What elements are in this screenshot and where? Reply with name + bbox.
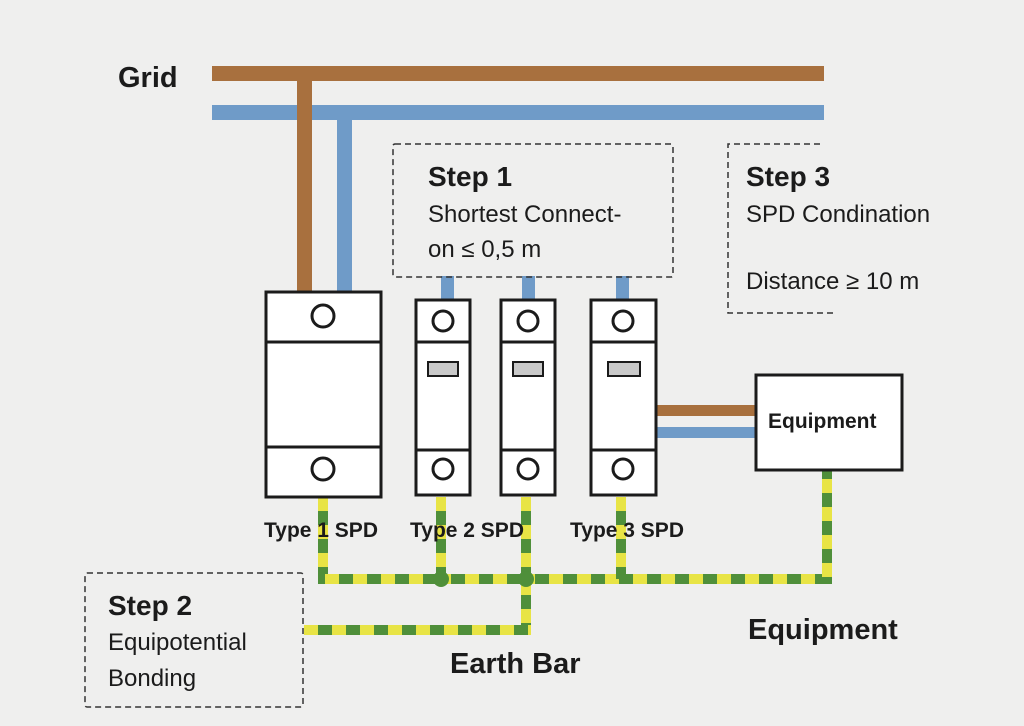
status-indicator-icon xyxy=(512,361,544,377)
step2-callout-box xyxy=(84,572,304,708)
step3-callout-box xyxy=(727,143,836,314)
step3-title: Step 3 xyxy=(746,161,831,192)
terminal-screw-icon xyxy=(310,303,336,329)
type1-spd-label: Type 1 SPD xyxy=(264,519,378,542)
terminal-screw-icon xyxy=(611,309,635,333)
type2a-feed-stub xyxy=(441,276,454,300)
status-indicator-icon xyxy=(607,361,641,377)
step3-line2: Distance ≥ 10 m xyxy=(746,268,920,295)
terminal-screw-icon xyxy=(516,457,540,481)
terminal-screw-icon xyxy=(431,457,455,481)
type2-spd-device-b xyxy=(499,298,557,497)
type3-spd-label: Type 3 SPD xyxy=(570,519,684,542)
equipment-caption: Equipment xyxy=(748,614,898,646)
equipment-box-label: Equipment xyxy=(768,410,877,433)
step1-callout-box xyxy=(392,143,674,278)
step2-line2: Bonding xyxy=(108,665,197,692)
grid-neutral-conductor xyxy=(212,105,824,120)
type1-neutral-drop xyxy=(337,112,352,292)
equipment-line-feed xyxy=(656,405,757,416)
step1-line2: on ≤ 0,5 m xyxy=(428,236,542,263)
grid-line-conductor xyxy=(212,66,824,81)
step2-line1: Equipotential xyxy=(108,629,247,656)
equipment-box xyxy=(754,373,904,472)
terminal-screw-icon xyxy=(611,457,635,481)
type1-spd-device xyxy=(264,290,383,499)
earth-junction-dot xyxy=(518,571,534,587)
status-indicator-icon xyxy=(427,361,459,377)
terminal-screw-icon xyxy=(310,456,336,482)
type2-spd-device-a xyxy=(414,298,472,497)
type1-line-drop xyxy=(297,73,312,292)
step3-line1: SPD Condination xyxy=(746,201,931,228)
earth-junction-dot xyxy=(433,571,449,587)
step2-title: Step 2 xyxy=(108,590,193,621)
type3-feed-stub xyxy=(616,276,629,300)
earth-conductors xyxy=(304,470,832,635)
earth-bar-label: Earth Bar xyxy=(450,648,581,680)
type2-spd-label: Type 2 SPD xyxy=(410,519,524,542)
type3-spd-device xyxy=(589,298,658,497)
type2b-feed-stub xyxy=(522,276,535,300)
equipment-neutral-feed xyxy=(656,427,757,438)
terminal-screw-icon xyxy=(516,309,540,333)
step1-title: Step 1 xyxy=(428,161,513,192)
grid-label: Grid xyxy=(118,62,178,94)
step1-line1: Shortest Connect- xyxy=(428,201,622,228)
terminal-screw-icon xyxy=(431,309,455,333)
